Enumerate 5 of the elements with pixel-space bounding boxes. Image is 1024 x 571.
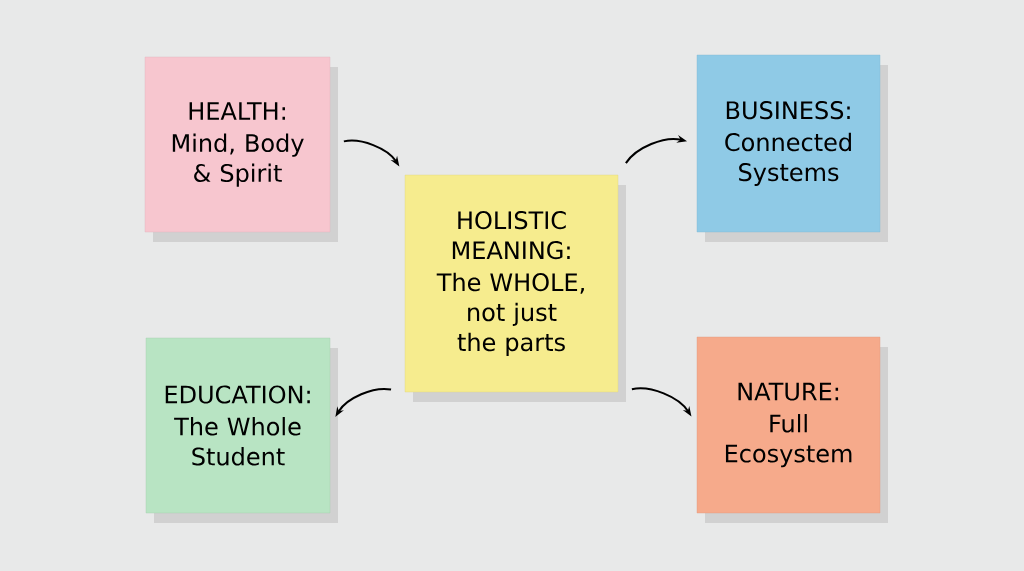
sticky-note: HOLISTIC MEANING: The WHOLE, not just the parts <box>404 174 619 393</box>
sticky-note: EDUCATION: The Whole Student <box>145 337 331 514</box>
sticky-note: HEALTH: Mind, Body & Spirit <box>144 56 331 233</box>
sticky-note: NATURE: Full Ecosystem <box>696 336 881 514</box>
sticky-note: BUSINESS: Connected Systems <box>696 54 881 233</box>
